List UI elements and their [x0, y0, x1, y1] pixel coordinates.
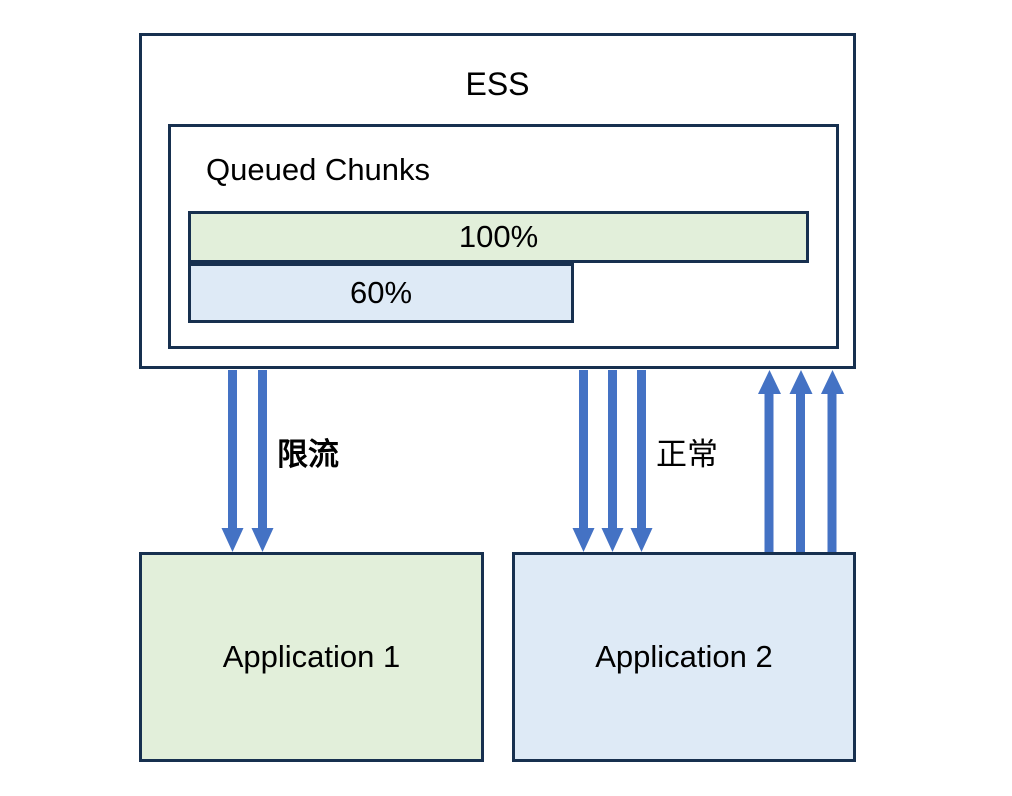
queue-bar-100-label: 100%: [458, 219, 539, 254]
arrow-down-throttle-1: [221, 370, 244, 552]
ess-title: ESS: [465, 66, 530, 102]
arrow-down-normal-2: [601, 370, 624, 552]
arrow-up-normal-3: [821, 370, 844, 552]
application-1-box: Application 1: [139, 552, 484, 762]
normal-up-arrow-group: [758, 370, 844, 552]
arrow-down-normal-3: [630, 370, 653, 552]
normal-down-arrow-group: [572, 370, 653, 552]
queued-chunks-title: Queued Chunks: [206, 152, 431, 187]
flow-label-normal: 正常: [656, 437, 718, 472]
application-2-label: Application 2: [595, 639, 773, 674]
throttle-arrow-group: [221, 370, 274, 552]
queue-bar-100: 100%: [188, 211, 809, 263]
queue-bar-60-label: 60%: [349, 275, 413, 310]
application-2-box: Application 2: [512, 552, 856, 762]
queue-bar-60: 60%: [188, 263, 574, 323]
arrow-up-normal-2: [789, 370, 813, 552]
arrow-down-normal-1: [572, 370, 595, 552]
application-1-label: Application 1: [222, 639, 401, 674]
flow-label-throttle: 限流: [277, 437, 339, 472]
arrow-up-normal-1: [758, 370, 781, 552]
arrow-down-throttle-2: [251, 370, 274, 552]
